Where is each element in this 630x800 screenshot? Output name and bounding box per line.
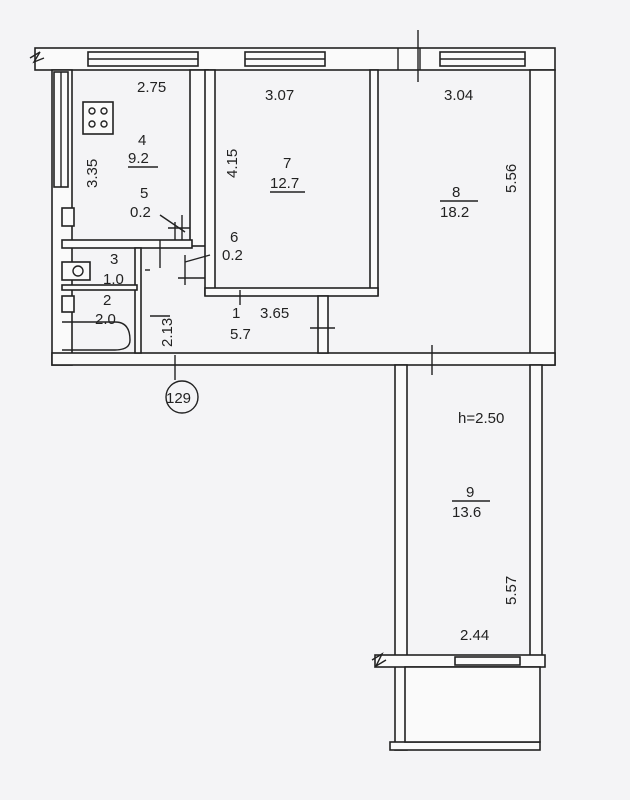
room-6-area: 0.2 (222, 247, 243, 264)
hall-depth: 2.13 (159, 318, 176, 347)
stove-icon (82, 101, 114, 135)
room-5-area: 0.2 (130, 204, 151, 221)
break-mark-icon (371, 652, 387, 668)
room-3-number: 3 (110, 251, 118, 268)
room-3-area: 1.0 (103, 271, 124, 288)
room7-width: 3.07 (265, 87, 294, 104)
labels: 2.75 3.35 4 9.2 5 0.2 3.07 4.15 7 12.7 6… (84, 79, 520, 644)
room-5-number: 5 (140, 185, 148, 202)
sink-icon (61, 207, 75, 227)
room-7-number: 7 (283, 155, 291, 172)
apartment-number-marker (165, 380, 199, 414)
room-6-number: 6 (230, 229, 238, 246)
room8-depth: 5.56 (503, 164, 520, 193)
walls (34, 47, 556, 751)
bathtub-icon (62, 321, 131, 351)
room8-width: 3.04 (444, 87, 473, 104)
room-9-area: 13.6 (452, 504, 481, 521)
room-9-number: 9 (466, 484, 474, 501)
radiator-icon (53, 71, 69, 188)
room-1-area: 5.7 (230, 326, 251, 343)
doors (145, 214, 433, 380)
room-7-area: 12.7 (270, 175, 299, 192)
windows (87, 30, 526, 666)
break-mark-icon (29, 51, 45, 64)
room-4-number: 4 (138, 132, 146, 149)
room-8-number: 8 (452, 184, 460, 201)
toilet-icon (61, 261, 91, 281)
room9-width: 2.44 (460, 627, 489, 644)
room-2-number: 2 (103, 292, 111, 309)
ceiling-height: h=2.50 (458, 410, 504, 427)
room-2-area: 2.0 (95, 311, 116, 328)
room-8-area: 18.2 (440, 204, 469, 221)
kitchen-width: 2.75 (137, 79, 166, 96)
kitchen-depth: 3.35 (84, 159, 101, 188)
room-1-number: 1 (232, 305, 240, 322)
room-4-area: 9.2 (128, 150, 149, 167)
washbasin-icon (61, 295, 75, 313)
apartment-number: 129 (166, 390, 191, 407)
hall-width: 3.65 (260, 305, 289, 322)
room7-depth: 4.15 (224, 149, 241, 178)
room9-depth: 5.57 (503, 576, 520, 605)
